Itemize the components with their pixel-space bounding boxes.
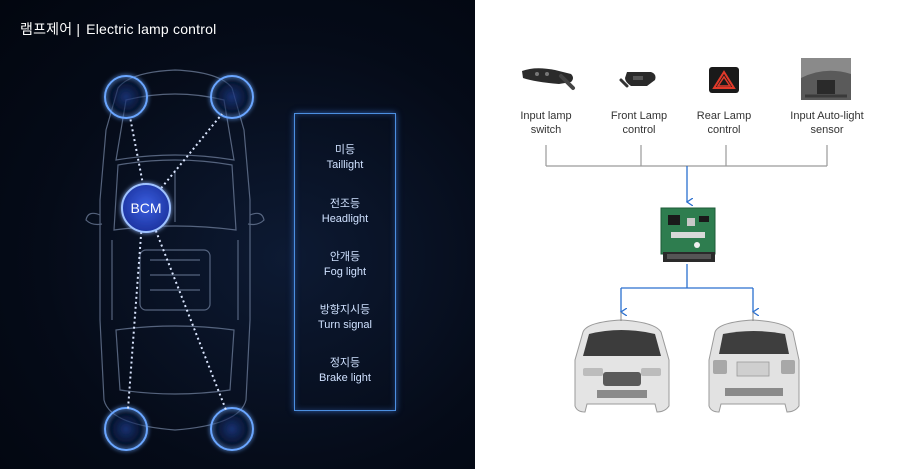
label-line: control	[622, 124, 656, 136]
lamp-korean: 안개등	[329, 251, 361, 263]
lamp-korean: 전조등	[329, 198, 361, 210]
bcm-pcb-icon	[660, 207, 716, 262]
wheel-front-right	[210, 75, 254, 119]
label-line: control	[707, 124, 741, 136]
label-line: Rear Lamp	[696, 110, 752, 122]
lamp-english: Taillight	[326, 159, 364, 171]
input-label-lamp-switch: Input lamp switch	[496, 109, 596, 137]
input-label-rear-lamp: Rear Lamp control	[674, 109, 774, 137]
input-label-auto-light-sensor: Input Auto-light sensor	[777, 109, 877, 137]
car-top-view	[85, 69, 294, 451]
title-english: Electric lamp control	[86, 21, 217, 37]
front-lamp-icon	[619, 72, 656, 88]
lamp-english: Headlight	[321, 213, 369, 225]
input-label-front-lamp: Front Lamp control	[589, 109, 689, 137]
lamp-english: Turn signal	[317, 319, 372, 331]
label-line: Input lamp	[520, 110, 572, 122]
label-line: Input Auto-light	[790, 110, 864, 122]
input-output-panel: Input lamp switch Front Lamp control Rea…	[475, 0, 907, 469]
label-line: switch	[530, 124, 562, 136]
lamp-english: Fog light	[323, 266, 367, 278]
lamp-item-headlight: 전조등 Headlight	[295, 197, 395, 227]
label-line: sensor	[810, 124, 844, 136]
flow-diagram	[522, 58, 851, 413]
bcm-car-panel: 램프제어| Electric lamp control	[0, 0, 475, 469]
lamp-korean: 정지등	[329, 357, 361, 369]
lamp-item-turn-signal: 방향지시등 Turn signal	[295, 303, 395, 333]
page-title: 램프제어| Electric lamp control	[20, 19, 216, 39]
bcm-node	[121, 183, 171, 233]
title-korean: 램프제어	[20, 21, 73, 37]
lamp-item-taillight: 미등 Taillight	[295, 143, 395, 173]
bcm-connectors	[127, 113, 227, 411]
lamp-item-brake-light: 정지등 Brake light	[295, 356, 395, 386]
title-separator: |	[76, 21, 81, 37]
lamp-korean: 방향지시등	[319, 304, 371, 316]
bcm-label: BCM	[130, 200, 162, 216]
lamp-english: Brake light	[319, 372, 371, 384]
wheel-front-left	[104, 75, 148, 119]
car-rear-view	[708, 312, 800, 413]
car-outline	[85, 69, 265, 431]
lamp-switch-icon	[522, 68, 575, 90]
output-connectors	[621, 264, 753, 312]
car-front-view	[574, 312, 670, 413]
wheel-rear-left	[104, 407, 148, 451]
auto-light-sensor-icon	[801, 58, 851, 100]
wheel-rear-right	[210, 407, 254, 451]
label-line: Front Lamp	[610, 110, 668, 122]
lamp-item-fog-light: 안개등 Fog light	[295, 250, 395, 280]
hazard-icon	[709, 67, 739, 93]
lamp-korean: 미등	[334, 144, 356, 156]
input-connectors	[545, 145, 828, 167]
lamp-list-box: 미등 Taillight 전조등 Headlight 안개등 Fog light…	[294, 113, 396, 411]
